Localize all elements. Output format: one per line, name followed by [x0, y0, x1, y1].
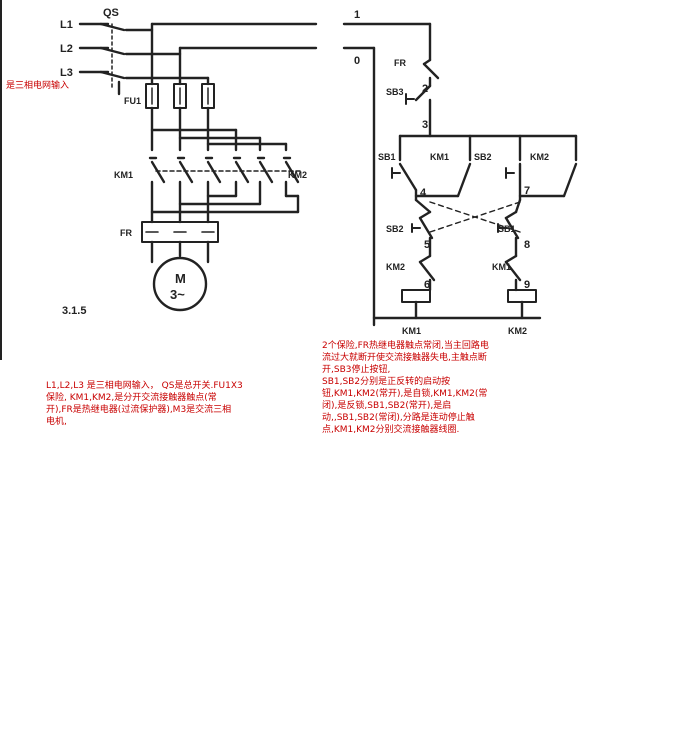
node-2: 2 — [422, 83, 428, 95]
node-7: 7 — [524, 185, 530, 197]
circuit-diagram: L1 L2 L3 QS FU1 KM1 KM2 FR M 3~ 3.1.5 1 … — [0, 0, 578, 360]
main-circuit-note: L1,L2,L3 是三相电网输入， QS是总开关.FU1X3 保险, KM1,K… — [46, 381, 243, 427]
label-sb3: SB3 — [386, 87, 404, 97]
motor-label: M — [175, 271, 186, 286]
label-km2-main: KM2 — [288, 170, 307, 180]
node-5: 5 — [424, 239, 430, 251]
label-km1-interlock: KM1 — [492, 262, 511, 272]
label-sb2-top: SB2 — [474, 152, 492, 162]
label-sb1-top: SB1 — [378, 152, 396, 162]
label-coil-km2: KM2 — [508, 326, 527, 336]
node-8: 8 — [524, 239, 530, 251]
motor-phase-label: 3~ — [170, 287, 185, 302]
label-l1: L1 — [60, 19, 73, 31]
label-sb1-mid: SB1 — [498, 224, 516, 234]
label-km1-main: KM1 — [114, 170, 133, 180]
node-3: 3 — [422, 119, 428, 131]
input-note: 是三相电网输入 — [6, 81, 70, 91]
label-km2-interlock: KM2 — [386, 262, 405, 272]
node-4: 4 — [420, 187, 427, 199]
label-l3: L3 — [60, 67, 73, 79]
label-qs: QS — [103, 7, 119, 19]
label-fr-main: FR — [120, 228, 132, 238]
label-sb2-mid: SB2 — [386, 224, 404, 234]
label-fr-contact: FR — [394, 58, 406, 68]
control-circuit-note: 2个保险,FR热继电器触点常闭,当主回路电 流过大就断开使交流接触器失电,主触点… — [322, 341, 489, 435]
figure-number: 3.1.5 — [62, 305, 86, 317]
node-9: 9 — [524, 279, 530, 291]
node-6: 6 — [424, 279, 430, 291]
wire-0-label: 0 — [354, 55, 360, 67]
label-km2-top: KM2 — [530, 152, 549, 162]
label-fu1: FU1 — [124, 96, 141, 106]
label-coil-km1: KM1 — [402, 326, 421, 336]
wire-1-label: 1 — [354, 9, 360, 21]
label-l2: L2 — [60, 43, 73, 55]
label-km1-top: KM1 — [430, 152, 449, 162]
